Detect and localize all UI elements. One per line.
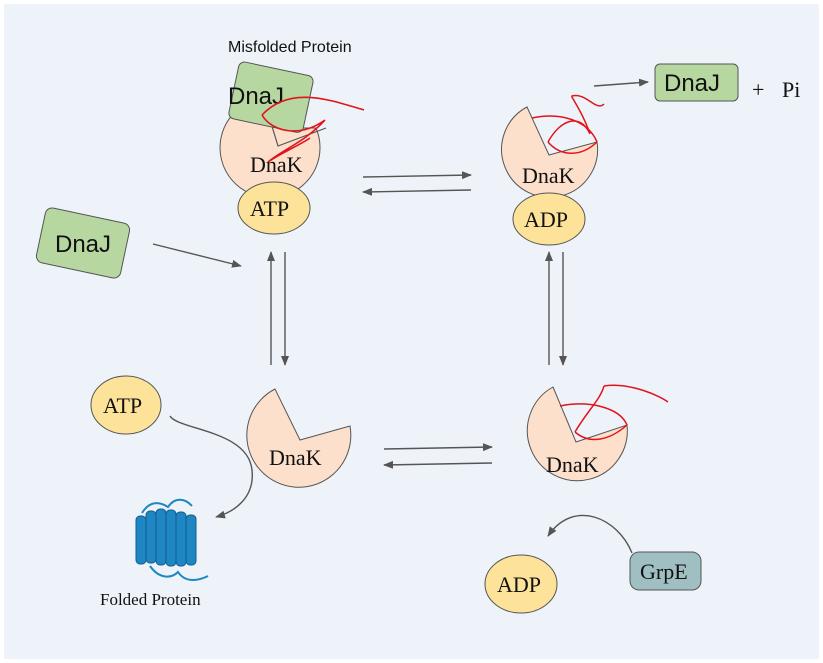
substrate-strand-bottom-right xyxy=(559,384,669,441)
atp-label-top-left: ATP xyxy=(250,196,289,221)
complex-dnak-atp-dnaj: Misfolded Protein DnaJ DnaK ATP xyxy=(219,39,365,235)
adp-label-top-right: ADP xyxy=(524,207,568,232)
arrow-dnaj-binding xyxy=(152,243,242,268)
released-dnaj: DnaJ xyxy=(654,63,739,102)
arrow-top-forward xyxy=(362,171,472,180)
dnak-shape-top-right xyxy=(501,106,599,198)
substrate-strand-top-right xyxy=(531,94,605,154)
substrate-strand-top-left xyxy=(261,96,365,163)
dnak-label-top-left: DnaK xyxy=(250,152,303,177)
atp-bottom-left: ATP xyxy=(90,375,162,435)
arrow-dnaj-release xyxy=(593,78,649,87)
complex-dnak-substrate-bottom-right: DnaK xyxy=(526,384,669,482)
pi-label: Pi xyxy=(782,77,800,102)
plus-sign: + xyxy=(752,77,764,102)
arrow-bottom-forward xyxy=(383,443,493,452)
dnaj-label-released: DnaJ xyxy=(664,70,720,97)
atp-ellipse-top-left xyxy=(237,181,311,235)
dnak-shape-bottom-right xyxy=(526,386,628,482)
free-dnak-bottom-left: DnaK xyxy=(246,388,352,488)
dnak-label-top-right: DnaK xyxy=(522,163,575,188)
grpe-label: GrpE xyxy=(640,559,688,584)
adp-ellipse-top-right xyxy=(512,192,586,246)
arrow-adp-release xyxy=(547,514,633,554)
dnak-label-bottom-left: DnaK xyxy=(269,445,322,470)
adp-bottom-right: ADP xyxy=(484,554,558,614)
misfolded-protein-label: Misfolded Protein xyxy=(228,39,352,56)
arrow-top-reverse xyxy=(362,187,472,196)
arrow-folding-release xyxy=(169,415,253,519)
dnaj-box-top-left xyxy=(228,61,314,133)
adp-label-bottom-right: ADP xyxy=(497,572,541,597)
folded-protein-label: Folded Protein xyxy=(100,590,201,609)
dnak-shape-bottom-left xyxy=(246,388,352,488)
arrow-bottom-reverse xyxy=(383,460,493,469)
dnak-label-bottom-right: DnaK xyxy=(546,452,599,477)
grpe-box: GrpE xyxy=(629,551,702,591)
free-dnaj: DnaJ xyxy=(35,207,131,279)
folded-protein-icon xyxy=(135,498,209,581)
atp-label-bottom-left: ATP xyxy=(103,393,142,418)
dnaj-label-free: DnaJ xyxy=(55,231,111,258)
complex-dnak-adp-substrate: DnaK ADP xyxy=(501,94,605,246)
dnaj-label-top-left: DnaJ xyxy=(228,83,284,110)
